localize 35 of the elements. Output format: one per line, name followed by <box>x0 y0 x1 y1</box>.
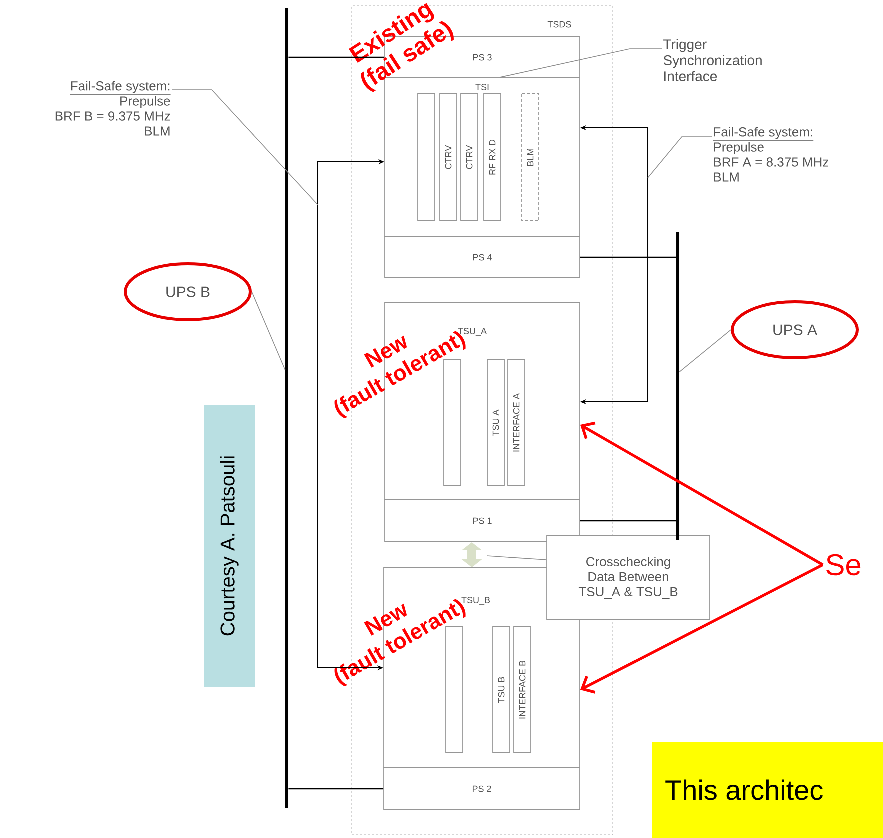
connector-line <box>288 788 384 790</box>
note-text: Fail-Safe system: Prepulse BRF A = 8.375 MHz BLM <box>713 127 828 182</box>
card-slot: CTRV <box>440 94 458 222</box>
card-slot: CTRV <box>460 94 478 222</box>
highlight-box: This architec <box>652 742 883 838</box>
power-bus <box>286 8 288 808</box>
note-text: Trigger Synchronization Interface <box>664 39 762 82</box>
card-slot: INTERFACE B <box>514 626 532 754</box>
power-supply-box: PS 4 <box>384 236 580 278</box>
leader-line <box>172 90 318 206</box>
connector-line <box>580 520 676 522</box>
leader-line <box>252 292 286 370</box>
arrow <box>580 422 824 566</box>
circled-label: UPS B <box>124 262 252 322</box>
card-slot: TSU A <box>487 360 505 486</box>
card-slot: TSU B <box>492 626 510 754</box>
callout-box: Crosschecking Data Between TSU_A & TSU_B <box>546 536 710 620</box>
leader-line <box>500 48 662 78</box>
leader-line <box>679 330 732 372</box>
note-text: Fail-Safe system: Prepulse BRF B = 9.375 MHz BLM <box>56 81 171 136</box>
power-supply-box: PS 1 <box>384 500 580 542</box>
connector-line <box>288 56 385 58</box>
power-bus <box>676 232 680 540</box>
arrow <box>580 564 824 694</box>
credit-box: Courtesy A. Patsouli <box>204 405 255 687</box>
connector-line <box>580 256 676 258</box>
annotation-text: Se <box>826 554 861 576</box>
card-slot: BLM <box>522 94 540 222</box>
leader-line <box>486 556 547 560</box>
leader-line <box>648 136 712 178</box>
card-slot: INTERFACE A <box>508 360 526 486</box>
card-slot <box>418 94 436 222</box>
card-slot: RF RX D <box>484 94 502 222</box>
circled-label: UPS A <box>731 300 859 360</box>
power-supply-box: PS 2 <box>384 768 580 810</box>
